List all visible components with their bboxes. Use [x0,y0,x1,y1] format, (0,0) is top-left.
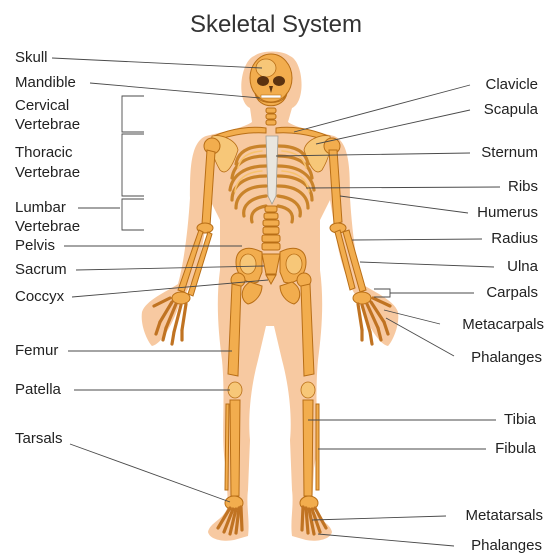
label-text: Sternum [481,144,538,161]
label-text: Mandible [15,74,76,91]
label-text: Metatarsals [465,507,543,524]
label-text: Patella [15,381,62,398]
label-tarsals: Tarsals [15,430,230,502]
label-text-line2: Vertebrae [15,164,80,181]
label-radius: Radius [352,230,538,247]
label-ulna: Ulna [360,258,539,275]
label-scapula: Scapula [316,101,539,144]
label-text: Pelvis [15,237,55,254]
label-metacarpals: Metacarpals [384,310,544,333]
label-text: Radius [491,230,538,247]
label-text: Humerus [477,204,538,221]
label-text-line1: Lumbar [15,199,66,216]
label-text: Fibula [495,440,537,457]
label-text: Tibia [504,411,537,428]
label-text: Phalanges [471,349,542,366]
label-phalanges-foot: Phalanges [318,534,542,554]
label-cervical-vertebrae: Cervical Vertebrae [15,96,144,133]
label-text: Scapula [484,101,539,118]
label-text: Skull [15,49,48,66]
label-femur: Femur [15,342,232,359]
label-skull: Skull [15,49,262,68]
label-thoracic-vertebrae: Thoracic Vertebrae [15,134,144,196]
label-patella: Patella [15,381,230,398]
diagram-title: Skeletal System [190,11,362,38]
label-text: Ulna [507,258,539,275]
label-text: Ribs [508,178,538,195]
label-mandible: Mandible [15,74,260,98]
label-metatarsals: Metatarsals [312,507,543,524]
label-text-line2: Vertebrae [15,116,80,133]
label-text: Femur [15,342,58,359]
label-text: Carpals [486,284,538,301]
label-humerus: Humerus [340,196,538,221]
label-carpals: Carpals [374,284,538,301]
label-text: Sacrum [15,261,67,278]
label-text: Tarsals [15,430,63,447]
label-text-line2: Vertebrae [15,218,80,235]
label-text: Clavicle [485,76,538,93]
sternum-bone [266,136,278,204]
label-text: Phalanges [471,537,542,554]
label-text-line1: Cervical [15,97,69,114]
label-fibula: Fibula [318,440,537,457]
label-lumbar-vertebrae: Lumbar Vertebrae [15,199,144,235]
label-text-line1: Thoracic [15,144,73,161]
label-tibia: Tibia [308,411,537,428]
label-text: Coccyx [15,288,65,305]
tibia-fibula-bones [225,400,319,496]
label-text: Metacarpals [462,316,544,333]
